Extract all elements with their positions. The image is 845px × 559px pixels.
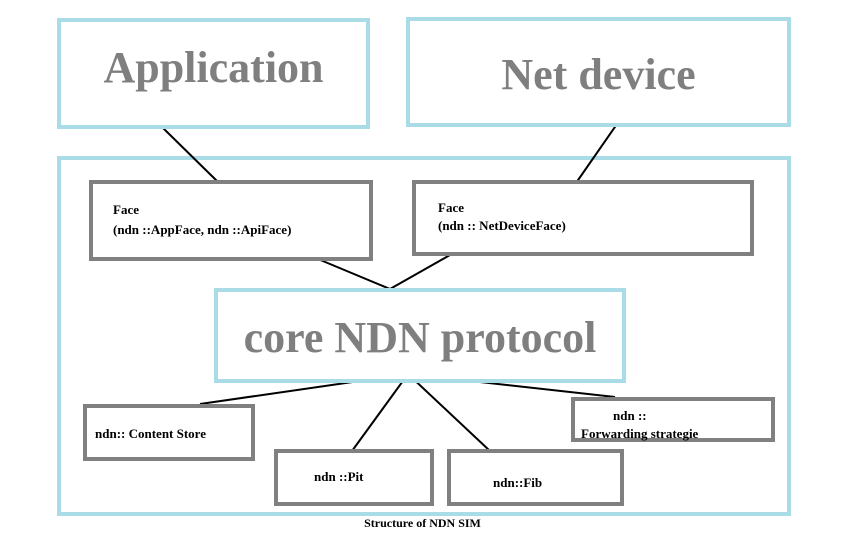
- fib-label: ndn::Fib: [493, 475, 543, 490]
- face-app-title: Face: [113, 202, 139, 217]
- face-net-detail: (ndn :: NetDeviceFace): [438, 218, 566, 233]
- application-label: Application: [103, 43, 324, 92]
- line-core-pit: [351, 373, 409, 452]
- line-core-fib: [407, 373, 491, 452]
- core-ndn-protocol-box: core NDN protocol: [214, 288, 626, 383]
- forwarding-line2: Forwarding strategie: [581, 426, 699, 441]
- forwarding-strategie-box: ndn :: Forwarding strategie: [571, 397, 775, 442]
- line-netdevice-face: [575, 123, 618, 184]
- content-store-box: ndn:: Content Store: [83, 404, 255, 461]
- face-app-box: Face (ndn ::AppFace, ndn ::ApiFace): [89, 180, 373, 261]
- diagram-caption: Structure of NDN SIM: [364, 516, 481, 530]
- line-appface-core: [317, 258, 391, 290]
- face-net-title: Face: [438, 200, 464, 215]
- face-app-detail: (ndn ::AppFace, ndn ::ApiFace): [113, 222, 292, 237]
- application-box: Application: [57, 18, 370, 129]
- fib-box: ndn::Fib: [447, 449, 624, 506]
- forwarding-line1: ndn ::: [613, 408, 647, 423]
- net-device-box: Net device: [406, 17, 791, 127]
- core-ndn-protocol-label: core NDN protocol: [243, 313, 597, 362]
- net-device-label: Net device: [501, 50, 696, 99]
- line-application-face: [162, 127, 219, 183]
- line-netface-core: [389, 254, 451, 290]
- content-store-label: ndn:: Content Store: [95, 426, 206, 441]
- face-netdevice-box: Face (ndn :: NetDeviceFace): [412, 180, 754, 256]
- pit-label: ndn ::Pit: [314, 469, 364, 484]
- pit-box: ndn ::Pit: [274, 449, 434, 506]
